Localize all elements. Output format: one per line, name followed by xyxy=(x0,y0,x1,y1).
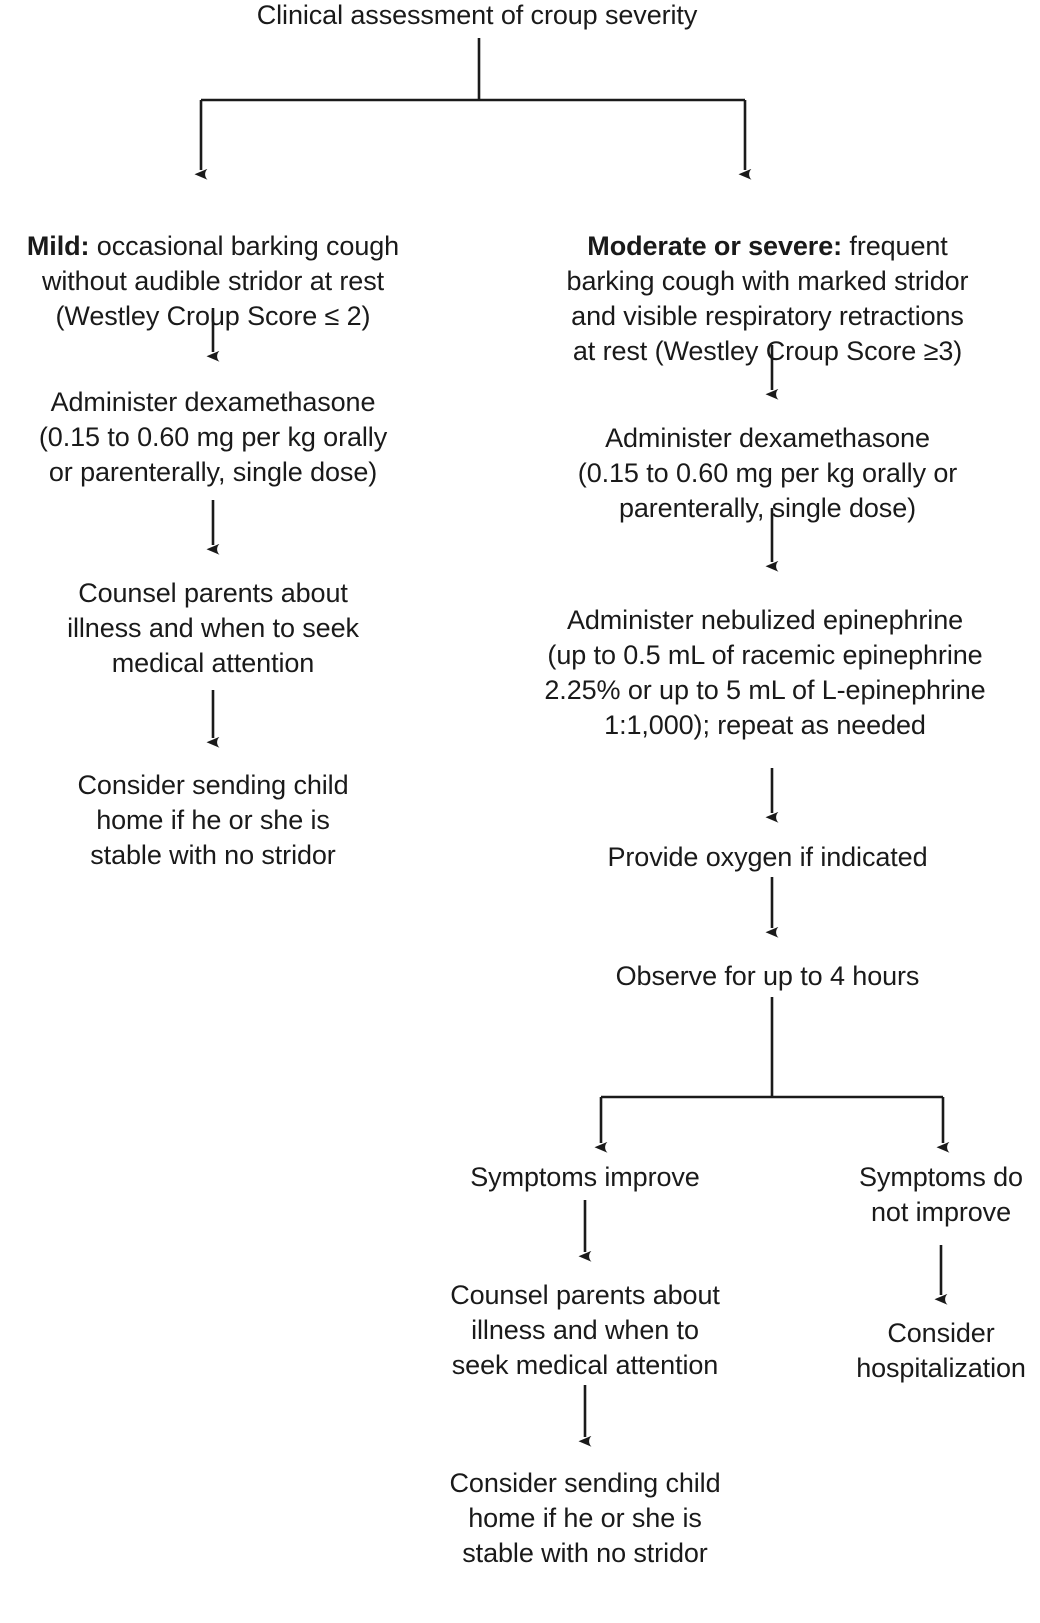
node-severe-dexamethasone: Administer dexamethasone (0.15 to 0.60 m… xyxy=(577,423,958,524)
node-improve-counsel-parents: Counsel parents about illness and when t… xyxy=(450,1280,720,1381)
node-root-clinical-assessment: Clinical assessment of croup severity xyxy=(256,0,698,30)
mild-criteria-text: occasional barking cough without audible… xyxy=(41,231,400,332)
mild-lead-label: Mild: xyxy=(26,231,90,262)
node-severe-epinephrine: Administer nebulized epinephrine (up to … xyxy=(544,605,986,741)
node-mild-consider-discharge: Consider sending child home if he or she… xyxy=(77,770,349,871)
node-mild-dexamethasone: Administer dexamethasone (0.15 to 0.60 m… xyxy=(38,387,388,488)
node-moderate-severe-criteria: Moderate or severe: frequent barking cou… xyxy=(495,194,1040,369)
node-severe-provide-oxygen: Provide oxygen if indicated xyxy=(607,842,928,872)
node-symptoms-do-not-improve: Symptoms do not improve xyxy=(859,1162,1023,1228)
node-severe-observe: Observe for up to 4 hours xyxy=(615,961,920,991)
connector-outcome-split xyxy=(594,997,950,1153)
node-consider-hospitalization: Consider hospitalization xyxy=(856,1318,1026,1384)
moderate-severe-criteria-text: frequent barking cough with marked strid… xyxy=(566,231,969,367)
connector-root-split xyxy=(194,38,752,180)
node-improve-consider-discharge: Consider sending child home if he or she… xyxy=(449,1468,721,1569)
moderate-severe-lead-label: Moderate or severe: xyxy=(587,231,843,262)
node-mild-criteria: Mild: occasional barking cough without a… xyxy=(0,194,426,334)
node-mild-counsel-parents: Counsel parents about illness and when t… xyxy=(67,578,359,679)
node-symptoms-improve: Symptoms improve xyxy=(470,1162,700,1192)
